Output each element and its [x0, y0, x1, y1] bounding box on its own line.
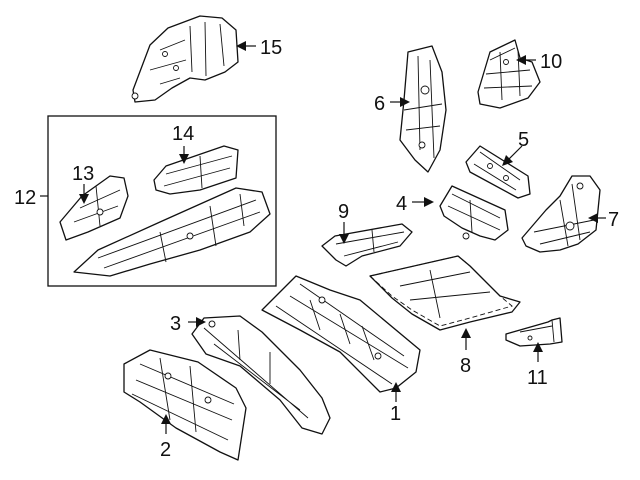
part-6-pillar [399, 45, 447, 173]
part-1-floor-panel [261, 275, 421, 393]
callout-7: 7 [608, 209, 619, 231]
part-9-crossmember [321, 223, 413, 267]
part-11-bracket [505, 317, 563, 347]
leader-lines [40, 41, 606, 434]
callout-11: 11 [527, 367, 548, 389]
part-7-rear-panel [521, 175, 601, 253]
callout-3: 3 [170, 313, 181, 335]
part-12-rail [73, 187, 271, 277]
part-15-wheelhouse [131, 15, 239, 103]
part-5-plate [465, 145, 531, 199]
callout-12: 12 [14, 187, 36, 209]
part-14-member [153, 145, 239, 195]
part-8-floor-pan [369, 255, 521, 331]
callout-8: 8 [460, 355, 471, 377]
part-10-bracket [477, 39, 541, 109]
sub-assembly-box [47, 115, 277, 287]
callout-13: 13 [72, 163, 94, 185]
callout-2: 2 [160, 439, 171, 461]
part-4-crossmember [439, 185, 509, 241]
callout-9: 9 [338, 201, 349, 223]
callout-1: 1 [390, 403, 401, 425]
callout-4: 4 [396, 193, 407, 215]
callout-5: 5 [518, 129, 529, 151]
callout-6: 6 [374, 93, 385, 115]
part-3-side-rail [191, 315, 331, 435]
part-13-bracket [59, 175, 129, 241]
callout-10: 10 [540, 51, 562, 73]
callout-15: 15 [260, 37, 282, 59]
callout-14: 14 [172, 123, 194, 145]
part-2-panel [123, 349, 247, 461]
